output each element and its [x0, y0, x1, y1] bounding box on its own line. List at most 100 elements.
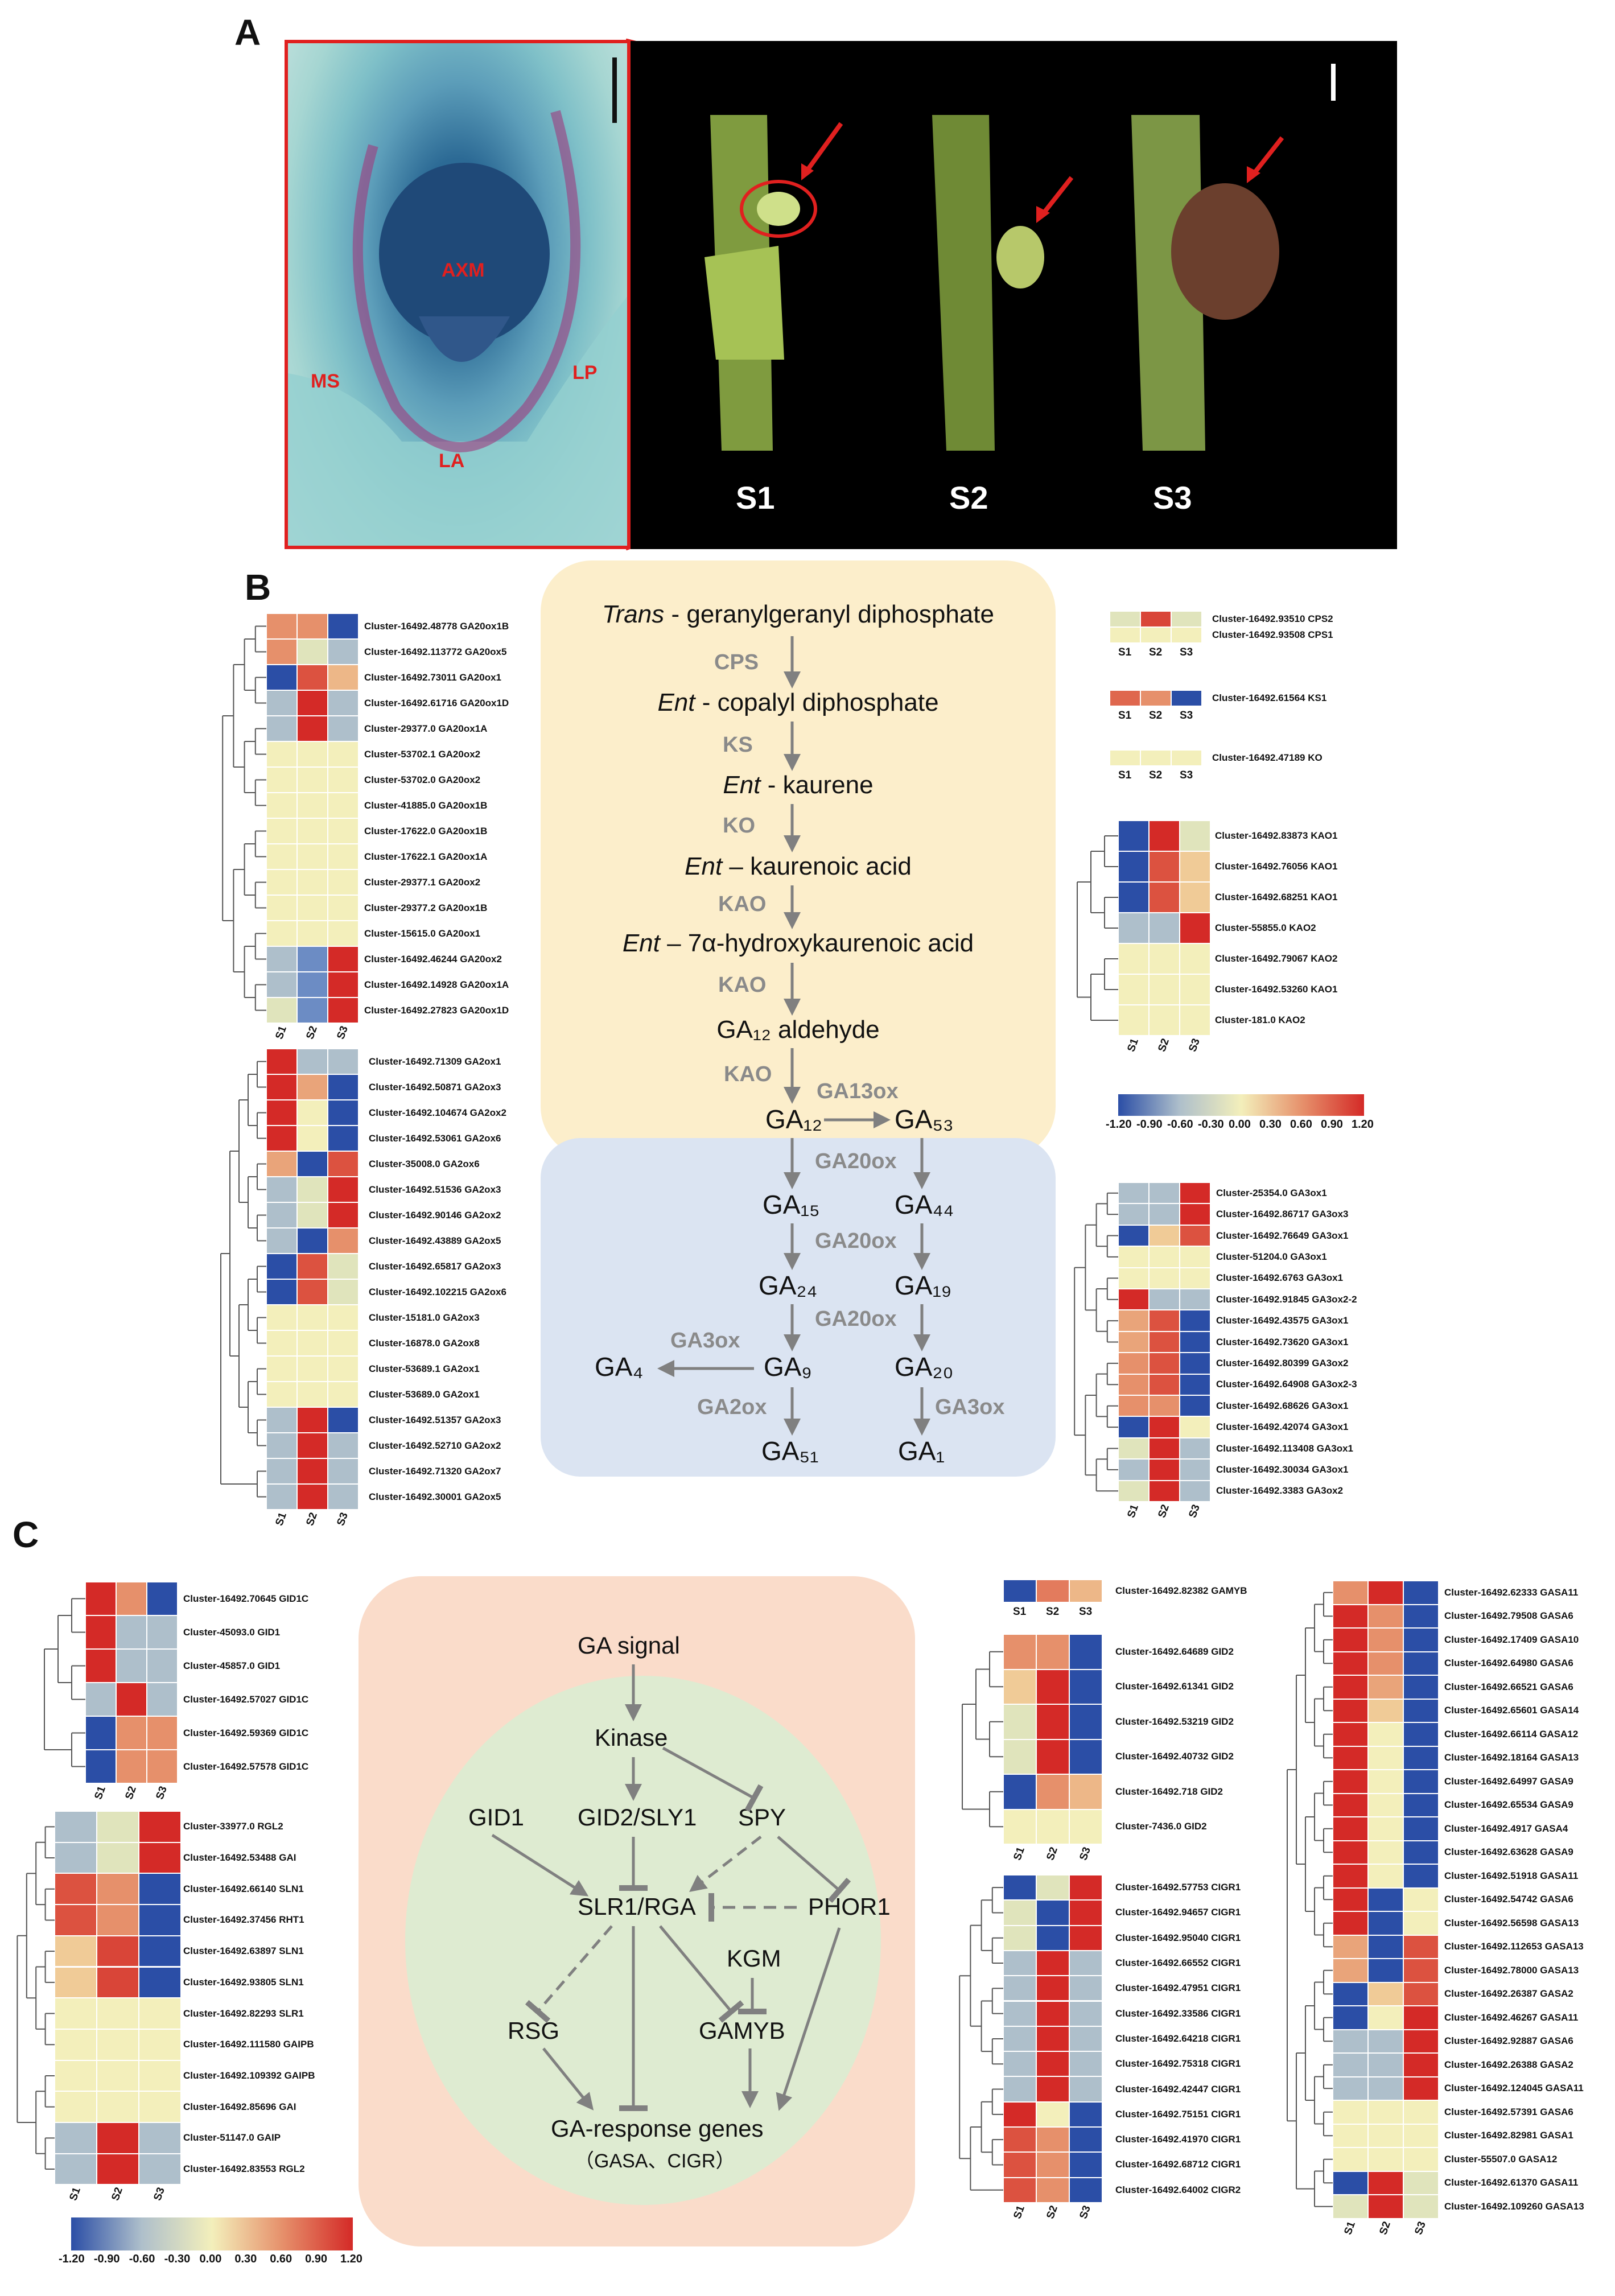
heatmap-row-label: Cluster-16492.104674 GA2ox2 [369, 1107, 506, 1118]
heatmap-cell [1333, 1793, 1368, 1817]
heatmap-cell [1403, 1604, 1439, 1628]
heatmap-cell [1368, 1911, 1403, 1935]
heatmap-cell [1140, 690, 1171, 706]
heatmap-cell [1149, 1203, 1180, 1225]
enzyme-ga20ox-1: GA20ox [815, 1149, 897, 1173]
heatmap-cell [1368, 1887, 1403, 1911]
ga44: GA₄₄ [895, 1190, 954, 1219]
heatmap-cell [139, 2029, 181, 2060]
heatmap-row-label: Cluster-16492.80399 GA3ox2 [1216, 1357, 1349, 1368]
heatmap-cell [1069, 1704, 1102, 1739]
heatmap-cell [1069, 2001, 1102, 2026]
heatmap-cell [1036, 2152, 1069, 2178]
heatmap-cell [1069, 1739, 1102, 1774]
heatmap-row-label: Cluster-16492.109392 GAIPB [183, 2070, 315, 2081]
heatmap-cell [297, 921, 328, 946]
heatmap-cell [1149, 1182, 1180, 1204]
heatmap-cell [1069, 1976, 1102, 2001]
heatmap-row-label: Cluster-16492.57753 CIGR1 [1115, 1882, 1241, 1893]
heatmap-cell [1069, 2152, 1102, 2178]
scale-tick: 1.20 [340, 2253, 362, 2265]
scale-tick: -0.60 [129, 2253, 155, 2265]
heatmap-cell [1069, 1634, 1102, 1670]
heatmap-row-label: Cluster-29377.1 GA20ox2 [364, 876, 481, 888]
heatmap-row-label: Cluster-51147.0 GAIP [183, 2132, 281, 2144]
node-phor1: PHOR1 [808, 1893, 891, 1920]
ga9: GA₉ [764, 1352, 812, 1382]
heatmap-cell [297, 1100, 328, 1126]
heatmap-row-label: Cluster-16492.26388 GASA2 [1444, 2059, 1573, 2070]
heatmap-cell [1003, 1950, 1036, 1976]
heatmap-cell [1180, 1416, 1210, 1438]
heatmap-cell [266, 1074, 297, 1100]
node-cpp: Ent - copalyl diphosphate [657, 689, 939, 716]
heatmap-cell [1036, 1704, 1069, 1739]
heatmap-cell [1368, 2076, 1403, 2100]
heatmap-cell [1118, 1310, 1149, 1332]
heatmap-cell [1110, 627, 1140, 643]
heatmap-col-label: S2 [1377, 2219, 1393, 2236]
heatmap-cell [147, 1716, 178, 1750]
heatmap-col-label: S3 [1079, 1606, 1093, 1618]
heatmap-cell [1036, 1580, 1069, 1602]
heatmap-cell [1180, 1395, 1210, 1417]
node-kaurenoic-acid: Ent – kaurenoic acid [685, 852, 912, 880]
heatmap-cell [1003, 2026, 1036, 2052]
heatmap-cell [1140, 611, 1171, 627]
heatmap-cell [1333, 1817, 1368, 1841]
heatmap-row-label: Cluster-16492.41970 CIGR1 [1115, 2134, 1241, 2145]
heatmap-cell [55, 2153, 97, 2185]
heatmap-cell [1003, 1739, 1036, 1774]
heatmap-cell [328, 716, 359, 741]
enzyme-ga3ox-2: GA3ox [935, 1395, 1005, 1419]
heatmap-cell [1368, 1746, 1403, 1770]
heatmap-row-label: Cluster-16492.61564 KS1 [1212, 692, 1327, 703]
heatmap-cell [328, 1177, 359, 1202]
heatmap-row-label: Cluster-16492.113408 GA3ox1 [1216, 1442, 1353, 1454]
heatmap-row-label: Cluster-16492.94657 CIGR1 [1115, 1907, 1241, 1918]
ga15: GA₁₅ [763, 1190, 820, 1219]
heatmap-cell [1171, 627, 1202, 643]
heatmap-cell [297, 869, 328, 895]
heatmap-cell [1036, 2101, 1069, 2127]
heatmap-cell [1368, 2029, 1403, 2053]
scale-tick: 0.60 [270, 2253, 292, 2265]
node-kinase: Kinase [595, 1724, 668, 1751]
heatmap-row-label: Cluster-16492.65817 GA2ox3 [369, 1260, 501, 1272]
scale-tick: -0.90 [1136, 1118, 1163, 1131]
dendrogram [1074, 1192, 1118, 1492]
heatmap-cell [147, 1615, 178, 1649]
heatmap-row-label: Cluster-16492.14928 GA20ox1A [364, 979, 509, 990]
heatmap-cell [55, 2091, 97, 2122]
scale-tick: -1.20 [59, 2253, 85, 2265]
heatmap-cell [1333, 1628, 1368, 1652]
heatmap-cell [266, 1484, 297, 1510]
heatmap-cell [97, 2060, 139, 2092]
heatmap-cell [139, 1873, 181, 1905]
heatmap-cell [1118, 1267, 1149, 1289]
heatmap-cell [1149, 1289, 1180, 1310]
heatmap-cell [266, 946, 297, 972]
ga20: GA₂₀ [895, 1352, 954, 1382]
heatmap-cell [55, 2060, 97, 2092]
heatmap-cell [1149, 974, 1180, 1005]
heatmap-cell [85, 1615, 116, 1649]
heatmap-cell [139, 1842, 181, 1874]
heatmap-cell [147, 1582, 178, 1615]
heatmap-cell [97, 1905, 139, 1936]
scale-tick: -1.20 [1106, 1118, 1132, 1131]
heatmap-row-label: Cluster-16492.92887 GASA6 [1444, 2035, 1573, 2047]
heatmap-cell [297, 665, 328, 690]
heatmap-cell [328, 1126, 359, 1151]
scale-tick: 1.20 [1352, 1118, 1374, 1131]
heatmap-col-label: S3 [1077, 1845, 1093, 1862]
heatmap-cell [297, 1330, 328, 1356]
heatmap-cell [1180, 1459, 1210, 1481]
dendrogram [222, 625, 266, 1011]
heatmap-cell [328, 1202, 359, 1228]
heatmap-cell [1403, 2124, 1439, 2147]
heatmap-cell [266, 1407, 297, 1433]
heatmap-cell [55, 1905, 97, 1936]
heatmap-cell [328, 972, 359, 997]
